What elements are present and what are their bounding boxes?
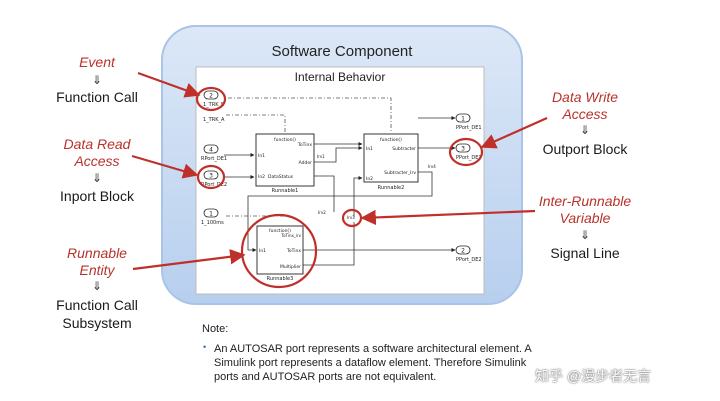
svg-text:Subtracter_Irv: Subtracter_Irv <box>384 170 416 176</box>
trigger3-port: 1 1_100ms <box>201 208 224 226</box>
irv-label-line2: Variable <box>559 210 611 226</box>
svg-text:In2: In2 <box>366 176 373 182</box>
data-read-label-line2: Access <box>74 153 120 169</box>
svg-text:Irv4: Irv4 <box>428 164 436 169</box>
note-heading: Note: <box>202 323 229 335</box>
svg-text:function(): function() <box>269 228 291 234</box>
svg-text:2: 2 <box>461 248 465 255</box>
signal-lines <box>224 116 456 266</box>
function-call-label: Function Call <box>56 89 138 105</box>
svg-text:3: 3 <box>461 146 465 153</box>
signal-labels: Irv1 Irv2 Irv3 Irv4 <box>317 154 436 220</box>
runnable3-subsystem: function() ToTinx_irv In1 ToTinx Multipl… <box>256 225 304 282</box>
svg-text:PPort_DE2: PPort_DE2 <box>456 257 482 263</box>
svg-text:Irv1: Irv1 <box>317 154 325 159</box>
internal-behavior-title: Internal Behavior <box>295 70 386 84</box>
inport2-block: 3 RPort_DE2 <box>201 170 227 188</box>
svg-text:4: 4 <box>209 147 213 154</box>
inport-block-label: Inport Block <box>60 188 134 204</box>
svg-text:3: 3 <box>209 173 213 180</box>
svg-text:function(): function() <box>274 137 296 143</box>
outport-block-label: Outport Block <box>542 141 628 157</box>
software-component-title: Software Component <box>272 43 414 60</box>
svg-text:RPort_DE1: RPort_DE1 <box>201 156 227 162</box>
svg-text:2: 2 <box>209 93 213 100</box>
outport2-block: 3 PPort_DE3 <box>455 143 482 161</box>
note-text: An AUTOSAR port represents a software ar… <box>214 343 532 383</box>
svg-text:In1: In1 <box>259 248 266 254</box>
svg-text:In1: In1 <box>258 153 265 159</box>
inport1-block: 4 RPort_DE1 <box>201 144 227 162</box>
trigger2-port: 1_TRK_A <box>203 117 225 123</box>
outport1-block: 1 PPort_DE1 <box>455 113 482 131</box>
runnable-label-line1: Runnable <box>67 245 127 261</box>
svg-text:In2: In2 <box>258 174 265 180</box>
watermark: 知乎 @漫步者无言 <box>535 368 652 384</box>
outport3-block: 2 PPort_DE2 <box>455 245 482 263</box>
event-highlight <box>195 86 227 112</box>
svg-text:Runnable3: Runnable3 <box>267 276 294 282</box>
svg-text:ToTinx: ToTinx <box>297 142 312 148</box>
internal-behavior-panel <box>195 66 485 295</box>
svg-text:Irv2: Irv2 <box>318 210 326 215</box>
data-read-label-line1: Data Read <box>63 136 131 152</box>
runnable2-subsystem: function() In1 In2 Subtracter Subtracter… <box>363 133 419 191</box>
svg-text:ToTinx: ToTinx <box>286 248 301 254</box>
data-write-arrow-icon: ⇓ <box>579 123 591 137</box>
svg-text:1_TRK_A: 1_TRK_A <box>203 117 225 123</box>
svg-text:DataStatus: DataStatus <box>268 174 294 180</box>
svg-text:Subtracter: Subtracter <box>392 146 416 152</box>
event-label: Event <box>79 54 115 70</box>
function-call-subsystem-line1: Function Call <box>56 297 138 313</box>
svg-text:RPort_DE2: RPort_DE2 <box>201 182 227 188</box>
data-write-label-line2: Access <box>562 106 608 122</box>
data-write-label-line1: Data Write <box>551 89 619 105</box>
note-bullet-icon: • <box>203 342 207 352</box>
svg-text:1: 1 <box>461 116 465 123</box>
pointer-arrows <box>131 71 548 271</box>
svg-text:Multiplier: Multiplier <box>280 264 301 270</box>
svg-text:In1: In1 <box>366 146 373 152</box>
runnable-label-line2: Entity <box>79 262 115 278</box>
svg-text:1_100ms: 1_100ms <box>201 220 224 226</box>
runnable-arrow-icon: ⇓ <box>91 279 103 293</box>
svg-text:Irv3: Irv3 <box>347 215 355 220</box>
data-write-highlight <box>448 137 484 167</box>
irv-label-line1: Inter-Runnable <box>538 193 632 209</box>
irv-arrow-icon: ⇓ <box>579 228 591 242</box>
svg-text:Runnable2: Runnable2 <box>378 185 405 191</box>
svg-text:PPort_DE1: PPort_DE1 <box>456 125 482 131</box>
svg-text:Runnable1: Runnable1 <box>272 188 299 194</box>
signal-line-label: Signal Line <box>550 245 620 261</box>
event-arrow-icon: ⇓ <box>91 73 103 87</box>
svg-text:Adder: Adder <box>299 160 312 166</box>
trigger1-port: 2 1_TRK_B <box>203 90 225 108</box>
data-read-arrow-icon: ⇓ <box>91 171 103 185</box>
svg-text:1_TRK_B: 1_TRK_B <box>203 102 225 108</box>
svg-text:PPort_DE3: PPort_DE3 <box>456 155 482 161</box>
svg-text:1: 1 <box>209 211 213 218</box>
svg-text:function(): function() <box>380 137 402 143</box>
function-call-subsystem-line2: Subsystem <box>62 315 132 331</box>
runnable1-subsystem: function() In1 In2 ToTinx Adder DataStat… <box>255 133 315 194</box>
svg-text:ToTinx_irv: ToTinx_irv <box>280 233 301 238</box>
